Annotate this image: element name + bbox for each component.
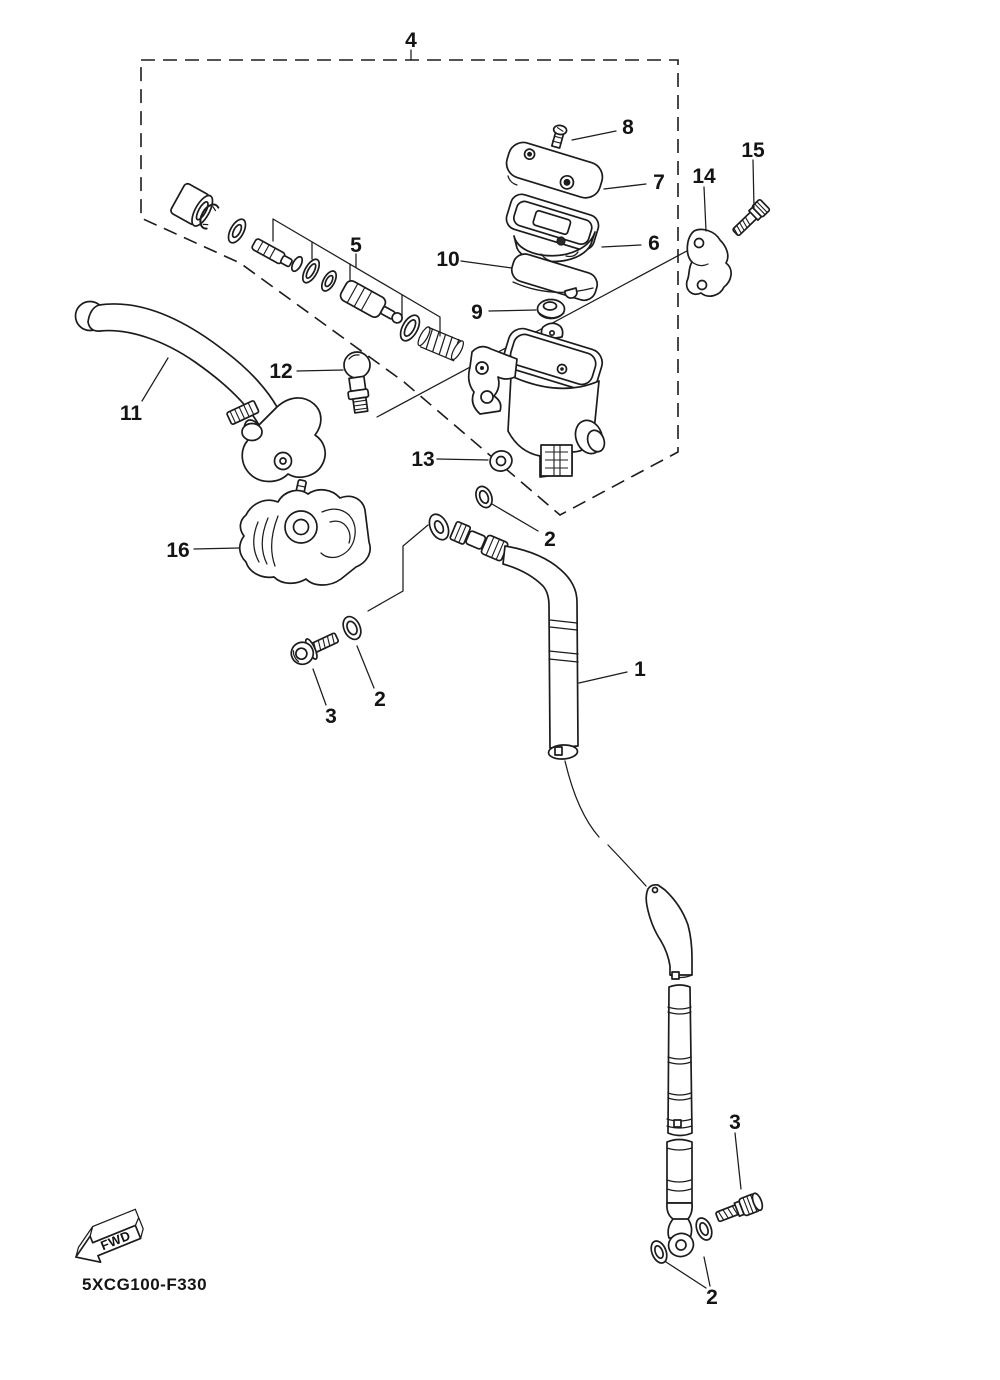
hose-bottom-eye <box>667 1232 695 1258</box>
callout-10: 10 <box>436 248 459 271</box>
fwd-arrow-icon: FWD <box>75 1208 144 1264</box>
callout-15: 15 <box>741 139 765 162</box>
callout-7: 7 <box>653 171 665 194</box>
callout-14: 14 <box>692 165 716 188</box>
callout-5: 5 <box>350 234 362 257</box>
bracket-bolt <box>732 198 771 237</box>
stay-bracket <box>685 228 732 297</box>
reservoir-stack <box>505 124 604 320</box>
callout-3b: 3 <box>729 1111 741 1134</box>
circlip <box>199 203 220 230</box>
lever-adjuster-screw <box>226 400 260 425</box>
callout-4: 4 <box>405 29 417 52</box>
return-spring <box>417 326 464 362</box>
washer-2-upper <box>475 485 493 509</box>
master-cylinder <box>467 322 606 478</box>
dust-boot <box>170 182 214 227</box>
cup-seal-2 <box>399 314 421 342</box>
hose-top-fitting <box>449 521 509 562</box>
grommet <box>536 298 566 320</box>
callout-1: 1 <box>634 658 646 681</box>
callout-3a: 3 <box>325 705 337 728</box>
hose-top-eye <box>428 513 450 541</box>
adjuster-ball <box>343 351 371 414</box>
callout-leaders <box>141 49 755 1289</box>
kit-washer <box>227 218 247 244</box>
callout-2a: 2 <box>544 528 556 551</box>
callout-13: 13 <box>411 448 434 471</box>
lever-holder <box>238 479 371 586</box>
washer-2-bottom-right <box>695 1217 713 1241</box>
callout-16: 16 <box>166 539 189 562</box>
diaphragm <box>510 253 599 302</box>
cup-seal-1 <box>301 258 321 284</box>
callout-12: 12 <box>269 360 292 383</box>
callout-2b: 2 <box>374 688 386 711</box>
callout-6: 6 <box>648 232 660 255</box>
callout-2c: 2 <box>706 1286 718 1309</box>
callout-11: 11 <box>120 402 143 425</box>
reservoir-body <box>505 193 600 263</box>
kit-washer-2 <box>320 270 338 292</box>
washer-2-bottom-left <box>650 1240 668 1264</box>
brake-hose <box>428 513 695 1258</box>
small-ring <box>290 255 304 273</box>
push-rod <box>251 238 293 268</box>
brake-lever <box>74 300 326 483</box>
reservoir-cap <box>505 141 604 199</box>
union-bolt-assembly-line <box>367 524 429 612</box>
piston <box>339 280 403 324</box>
washer-13 <box>489 450 513 472</box>
kit-box-outline <box>140 59 679 516</box>
diagram-code: 5XCG100-F330 <box>82 1275 207 1294</box>
bracket-alignment-line <box>376 244 699 418</box>
washer-2-mid <box>342 615 362 641</box>
callout-9: 9 <box>471 301 483 324</box>
union-bolt-lower <box>715 1192 764 1223</box>
piston-kit-group <box>170 182 464 362</box>
callout-8: 8 <box>622 116 634 139</box>
cap-screw <box>550 124 568 149</box>
callout-5-bracket <box>272 218 441 337</box>
union-bolt-upper <box>290 632 340 666</box>
